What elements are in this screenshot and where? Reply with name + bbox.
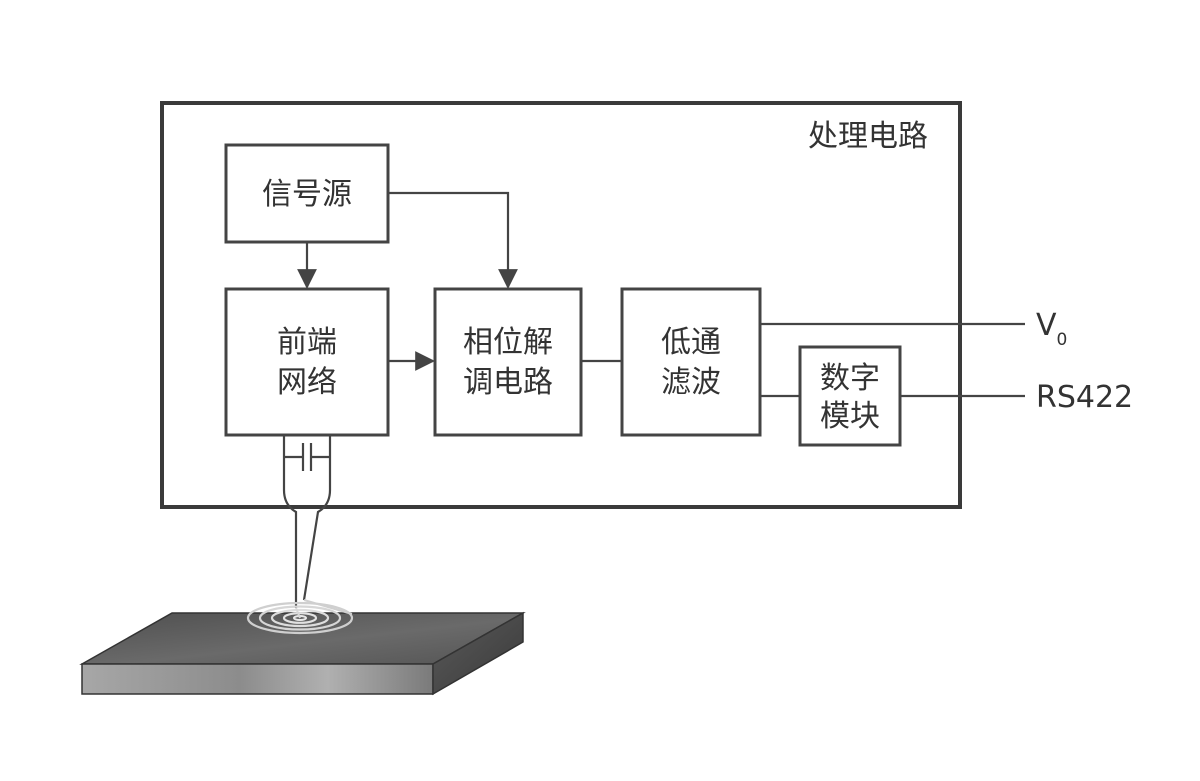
signal-source-block: 信号源 [224, 143, 390, 244]
phase-demod-label-line1: 相位解 [463, 325, 553, 360]
processing-circuit-frame [160, 101, 962, 509]
front-end-label-line1: 前端 [277, 325, 337, 360]
capacitor-icon [282, 435, 332, 490]
arrow-source-to-demod [388, 191, 518, 289]
digital-module-block: 数字 模块 [798, 345, 902, 447]
low-pass-filter-block: 低通 滤波 [620, 287, 762, 437]
sensor-lead-wires [282, 489, 332, 608]
low-pass-label-line1: 低通 [661, 325, 721, 360]
signal-source-label: 信号源 [262, 177, 352, 212]
low-pass-label-line2: 滤波 [661, 365, 721, 400]
output-v0-subscript: 0 [1057, 330, 1068, 350]
output-rs422-label: RS422 [1036, 380, 1133, 415]
metal-plate-icon [79, 611, 526, 696]
digital-label-line2: 模块 [820, 399, 880, 434]
phase-demod-label-line2: 调电路 [463, 365, 553, 400]
output-v0-symbol: V [1036, 308, 1057, 343]
processing-circuit-title: 处理电路 [808, 119, 928, 154]
output-v0-label: V0 [1036, 308, 1067, 350]
digital-label-line1: 数字 [820, 361, 880, 396]
spiral-coil-icon [246, 599, 354, 635]
phase-demodulation-block: 相位解 调电路 [433, 287, 583, 437]
front-end-label-line2: 网络 [277, 365, 337, 400]
front-end-network-block: 前端 网络 [224, 287, 390, 437]
